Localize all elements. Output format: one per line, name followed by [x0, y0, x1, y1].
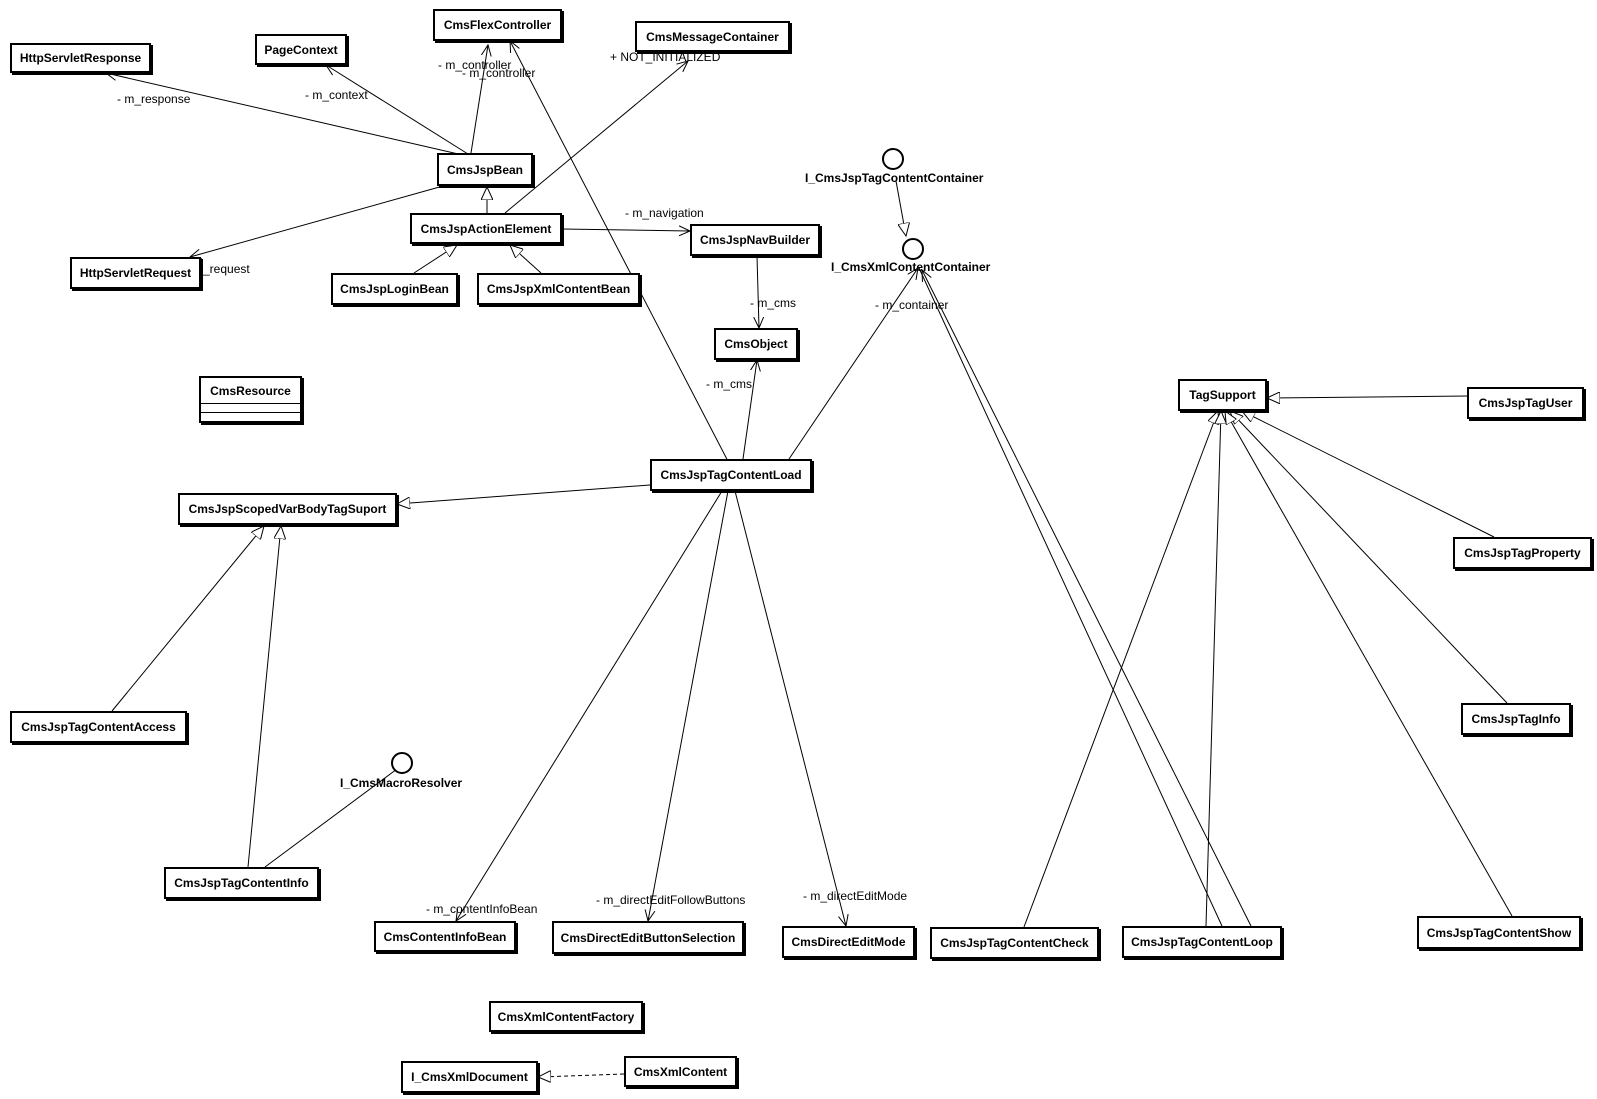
class-cms-jsp-bean[interactable]: CmsJspBean — [437, 153, 533, 186]
interface-i-cms-macro-resolver-circle[interactable] — [391, 752, 413, 774]
interface-i-cms-jsp-tag-content-container-circle[interactable] — [882, 148, 904, 170]
class-cms-direct-edit-mode[interactable]: CmsDirectEditMode — [782, 926, 915, 958]
class-cms-message-container[interactable]: CmsMessageContainer — [635, 21, 790, 52]
class-cms-jsp-tag-content-load[interactable]: CmsJspTagContentLoad — [650, 459, 812, 491]
role-label-m-response: - m_response — [117, 92, 191, 106]
edge-contentload-to-xmlcontentcontainer — [788, 268, 918, 460]
class-cms-jsp-tag-content-show[interactable]: CmsJspTagContentShow — [1417, 916, 1581, 949]
edge-tagcontentcheck-extends-tagsupport — [1023, 411, 1218, 928]
class-cms-jsp-nav-builder[interactable]: CmsJspNavBuilder — [690, 224, 820, 256]
edge-xmlcontentbean-extends-actionelement — [510, 245, 542, 274]
role-label-m-direct-edit-mode: - m_directEditMode — [803, 889, 908, 903]
class-cms-jsp-tag-content-loop[interactable]: CmsJspTagContentLoop — [1122, 926, 1282, 958]
role-label-m-controller-2: - m_controller — [462, 66, 536, 80]
class-cms-xml-content[interactable]: CmsXmlContent — [624, 1056, 737, 1087]
class-tag-support[interactable]: TagSupport — [1178, 379, 1267, 411]
class-cms-jsp-tag-content-check[interactable]: CmsJspTagContentCheck — [930, 927, 1099, 959]
edge-actionelement-to-messagecontainer — [504, 61, 688, 214]
role-label-not-initialized: + NOT_INITIALIZED — [610, 50, 721, 64]
edge-contentload-extends-scopedvar — [397, 484, 651, 504]
edge-tagproperty-extends-tagsupport — [1242, 411, 1495, 538]
class-cms-jsp-tag-property[interactable]: CmsJspTagProperty — [1453, 537, 1592, 569]
edge-contentinfo-extends-scopedvar — [247, 526, 281, 868]
class-page-context[interactable]: PageContext — [255, 34, 347, 65]
role-label-m-direct-edit-follow-buttons: - m_directEditFollowButtons — [596, 893, 746, 907]
class-cms-jsp-scoped-var-body-tag-suport[interactable]: CmsJspScopedVarBodyTagSuport — [178, 493, 397, 525]
edge-tagcontentloop-implements-xmlcontentcontainer — [918, 267, 1223, 927]
edge-contentload-to-cmsobject — [742, 360, 757, 460]
edge-contentload-to-flexcontroller — [510, 41, 732, 468]
class-cms-jsp-login-bean[interactable]: CmsJspLoginBean — [331, 273, 458, 305]
class-cms-jsp-xml-content-bean[interactable]: CmsJspXmlContentBean — [477, 273, 640, 305]
class-cms-jsp-action-element[interactable]: CmsJspActionElement — [410, 213, 562, 244]
class-cms-resource-name: CmsResource — [201, 378, 300, 404]
class-cms-jsp-tag-user[interactable]: CmsJspTagUser — [1467, 387, 1584, 419]
edge-contentinfo-implements-macroresolver — [264, 768, 398, 868]
role-label-m-cms-contentload: - m_cms — [706, 377, 752, 391]
edge-contentaccess-extends-scopedvar — [111, 526, 264, 712]
class-cms-xml-content-factory[interactable]: CmsXmlContentFactory — [489, 1001, 643, 1032]
edge-tagcontentloop-to-xmlcontentcontainer — [922, 270, 1252, 927]
edge-cmsjspbean-to-request — [190, 185, 444, 257]
role-label-m-navigation: - m_navigation — [625, 206, 704, 220]
edge-contentload-to-directeditbuttonselection — [648, 490, 729, 921]
class-cms-flex-controller[interactable]: CmsFlexController — [433, 9, 562, 41]
edge-contentload-to-directeditmode — [734, 490, 846, 926]
class-i-cms-xml-document[interactable]: I_CmsXmlDocument — [401, 1061, 538, 1093]
edge-xmlcontent-implements-xmldocument — [538, 1074, 625, 1077]
edge-taginfo-extends-tagsupport — [1230, 411, 1508, 704]
relationship-lines — [106, 41, 1513, 1077]
edge-contentload-to-contentinfobean — [456, 490, 723, 921]
edge-cmsjspbean-to-response — [106, 73, 468, 157]
role-label-m-container: - m_container — [875, 298, 949, 312]
interface-i-cms-macro-resolver-label[interactable]: I_CmsMacroResolver — [340, 776, 463, 790]
class-cms-jsp-tag-content-info[interactable]: CmsJspTagContentInfo — [164, 867, 319, 899]
role-label-m-request: _request — [203, 262, 250, 276]
interface-circles — [391, 148, 924, 774]
class-http-servlet-request[interactable]: HttpServletRequest — [70, 257, 201, 289]
edge-cmsjspbean-to-pagecontext — [326, 65, 469, 155]
class-cms-jsp-tag-content-access[interactable]: CmsJspTagContentAccess — [10, 711, 187, 743]
class-http-servlet-response[interactable]: HttpServletResponse — [10, 43, 151, 73]
role-label-m-controller: - m_controller — [438, 58, 512, 72]
interface-i-cms-xml-content-container-label[interactable]: I_CmsXmlContentContainer — [831, 260, 991, 274]
class-cms-resource-attributes — [201, 404, 300, 413]
class-cms-resource[interactable]: CmsResource — [199, 376, 302, 423]
edge-loginbean-extends-actionelement — [413, 245, 457, 274]
edge-tagcontentloop-extends-tagsupport — [1205, 411, 1221, 927]
interface-i-cms-xml-content-container-circle[interactable] — [902, 238, 924, 260]
class-cms-content-info-bean[interactable]: CmsContentInfoBean — [374, 921, 516, 952]
edge-actionelement-to-navbuilder — [561, 229, 690, 231]
class-cms-direct-edit-button-selection[interactable]: CmsDirectEditButtonSelection — [552, 921, 744, 954]
role-label-m-cms-navbuilder: - m_cms — [750, 296, 796, 310]
role-label-m-content-info-bean: - m_contentInfoBean — [426, 902, 538, 916]
class-cms-jsp-tag-info[interactable]: CmsJspTagInfo — [1461, 703, 1571, 735]
edge-tagcontentcontainer-extends-xmlcontentcontainer — [895, 180, 906, 236]
class-cms-object[interactable]: CmsObject — [714, 328, 798, 360]
edge-taguser-extends-tagsupport — [1267, 396, 1469, 398]
edge-tagcontentshow-extends-tagsupport — [1225, 411, 1513, 917]
edge-cmsjspbean-to-flexcontroller — [470, 45, 488, 154]
role-label-m-context: - m_context — [305, 88, 368, 102]
interface-i-cms-jsp-tag-content-container-label[interactable]: I_CmsJspTagContentContainer — [805, 171, 984, 185]
edge-navbuilder-to-cmsobject — [757, 255, 759, 328]
